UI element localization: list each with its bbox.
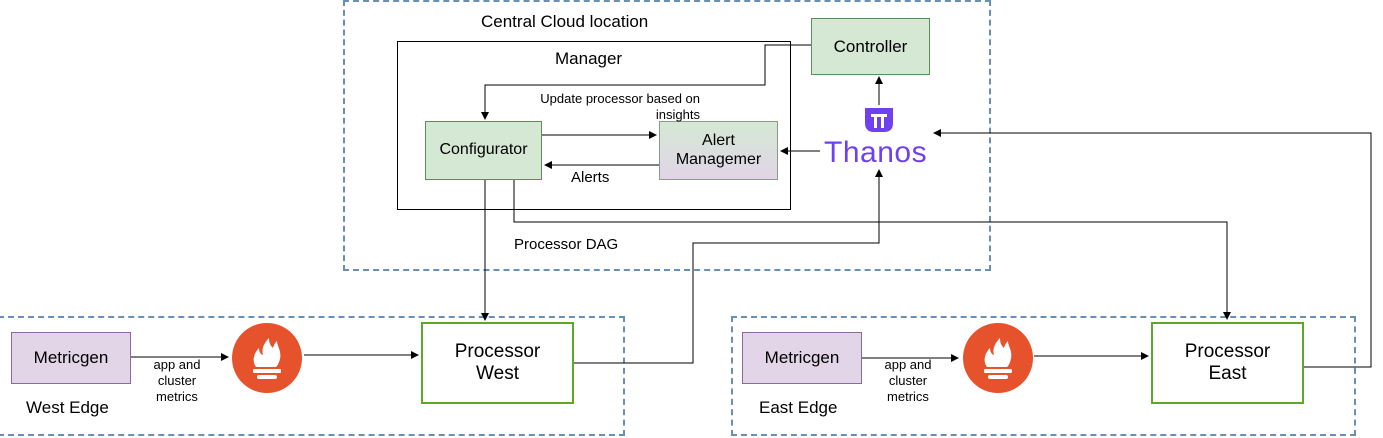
manager-title: Manager (555, 49, 623, 68)
east-metrics-label: app and cluster metrics (884, 357, 932, 404)
processor-west-label: Processor West (454, 341, 541, 384)
processor-dag-label: Processor DAG (514, 236, 619, 253)
metricgen-east-node: Metricgen (742, 332, 862, 384)
metricgen-west-node: Metricgen (11, 332, 131, 384)
manager-container (397, 41, 791, 210)
east-edge-label: East Edge (759, 398, 838, 417)
west-metrics-label: app and cluster metrics (153, 357, 201, 404)
metricgen-west-label: Metricgen (33, 348, 109, 368)
west-edge-region (0, 316, 625, 436)
processor-west-node: Processor West (421, 322, 574, 404)
alert-manager-label: Alert Managemer (675, 132, 762, 168)
controller-node: Controller (811, 18, 930, 75)
thanos-logo-icon (865, 108, 893, 132)
configurator-label: Configurator (439, 141, 528, 159)
alerts-label: Alerts (571, 169, 610, 186)
processor-east-node: Processor East (1151, 322, 1304, 404)
thanos-node: Thanos (822, 103, 936, 171)
edge-configurator-processoreast (513, 180, 1231, 320)
thanos-label: Thanos (824, 136, 928, 169)
prometheus-icon (232, 323, 302, 393)
edge-controller-configurator (481, 44, 811, 120)
metricgen-east-label: Metricgen (764, 348, 840, 368)
edge-processorwest-thanos (574, 169, 883, 364)
east-edge-region (731, 316, 1356, 436)
update-processor-label: Update processor based on insights (540, 91, 700, 122)
alert-manager-node: Alert Managemer (659, 121, 778, 180)
edge-processoreast-thanos (933, 129, 1372, 368)
controller-label: Controller (833, 36, 908, 56)
prometheus-icon (963, 323, 1033, 393)
processor-east-label: Processor East (1184, 341, 1271, 384)
central-cloud-title: Central Cloud location (481, 12, 649, 31)
west-edge-label: West Edge (26, 398, 109, 417)
configurator-node: Configurator (425, 121, 542, 180)
central-cloud-region (343, 0, 991, 271)
